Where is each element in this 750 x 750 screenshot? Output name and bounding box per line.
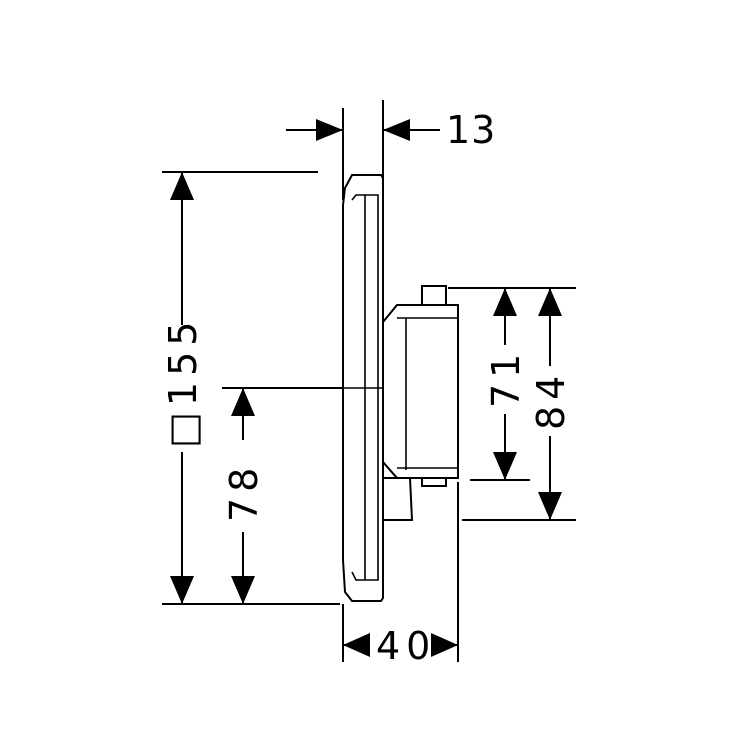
arrowhead [493, 288, 517, 316]
valve-top-cap [421, 285, 447, 306]
dimension-label-155: □155 [161, 316, 205, 448]
arrowhead [231, 576, 255, 604]
arrowhead [383, 119, 410, 141]
arrowhead [343, 633, 370, 657]
dimension-13: 13 [286, 108, 496, 152]
dimension-label-40: 40 [376, 624, 436, 668]
dimension-label-13: 13 [446, 108, 496, 152]
valve-bottom-cap [421, 477, 447, 487]
arrowhead [170, 576, 194, 604]
dimension-155: □155 [161, 172, 205, 604]
arrowhead [538, 492, 562, 520]
arrowhead [170, 172, 194, 200]
product-outline [342, 174, 459, 602]
dimension-label-78: 78 [222, 462, 266, 522]
arrowhead [231, 388, 255, 416]
dimension-71: 71 [484, 288, 528, 480]
dimension-40: 40 [343, 624, 458, 668]
valve-lower-stub [382, 477, 414, 521]
dimension-84: 84 [529, 288, 573, 520]
arrowhead [538, 288, 562, 316]
valve-body [382, 304, 459, 479]
arrowhead [431, 633, 458, 657]
arrowhead [493, 452, 517, 480]
dimension-78: 78 [222, 388, 266, 604]
arrowhead [316, 119, 343, 141]
dimension-label-71: 71 [484, 348, 528, 408]
dimension-label-84: 84 [529, 370, 573, 430]
